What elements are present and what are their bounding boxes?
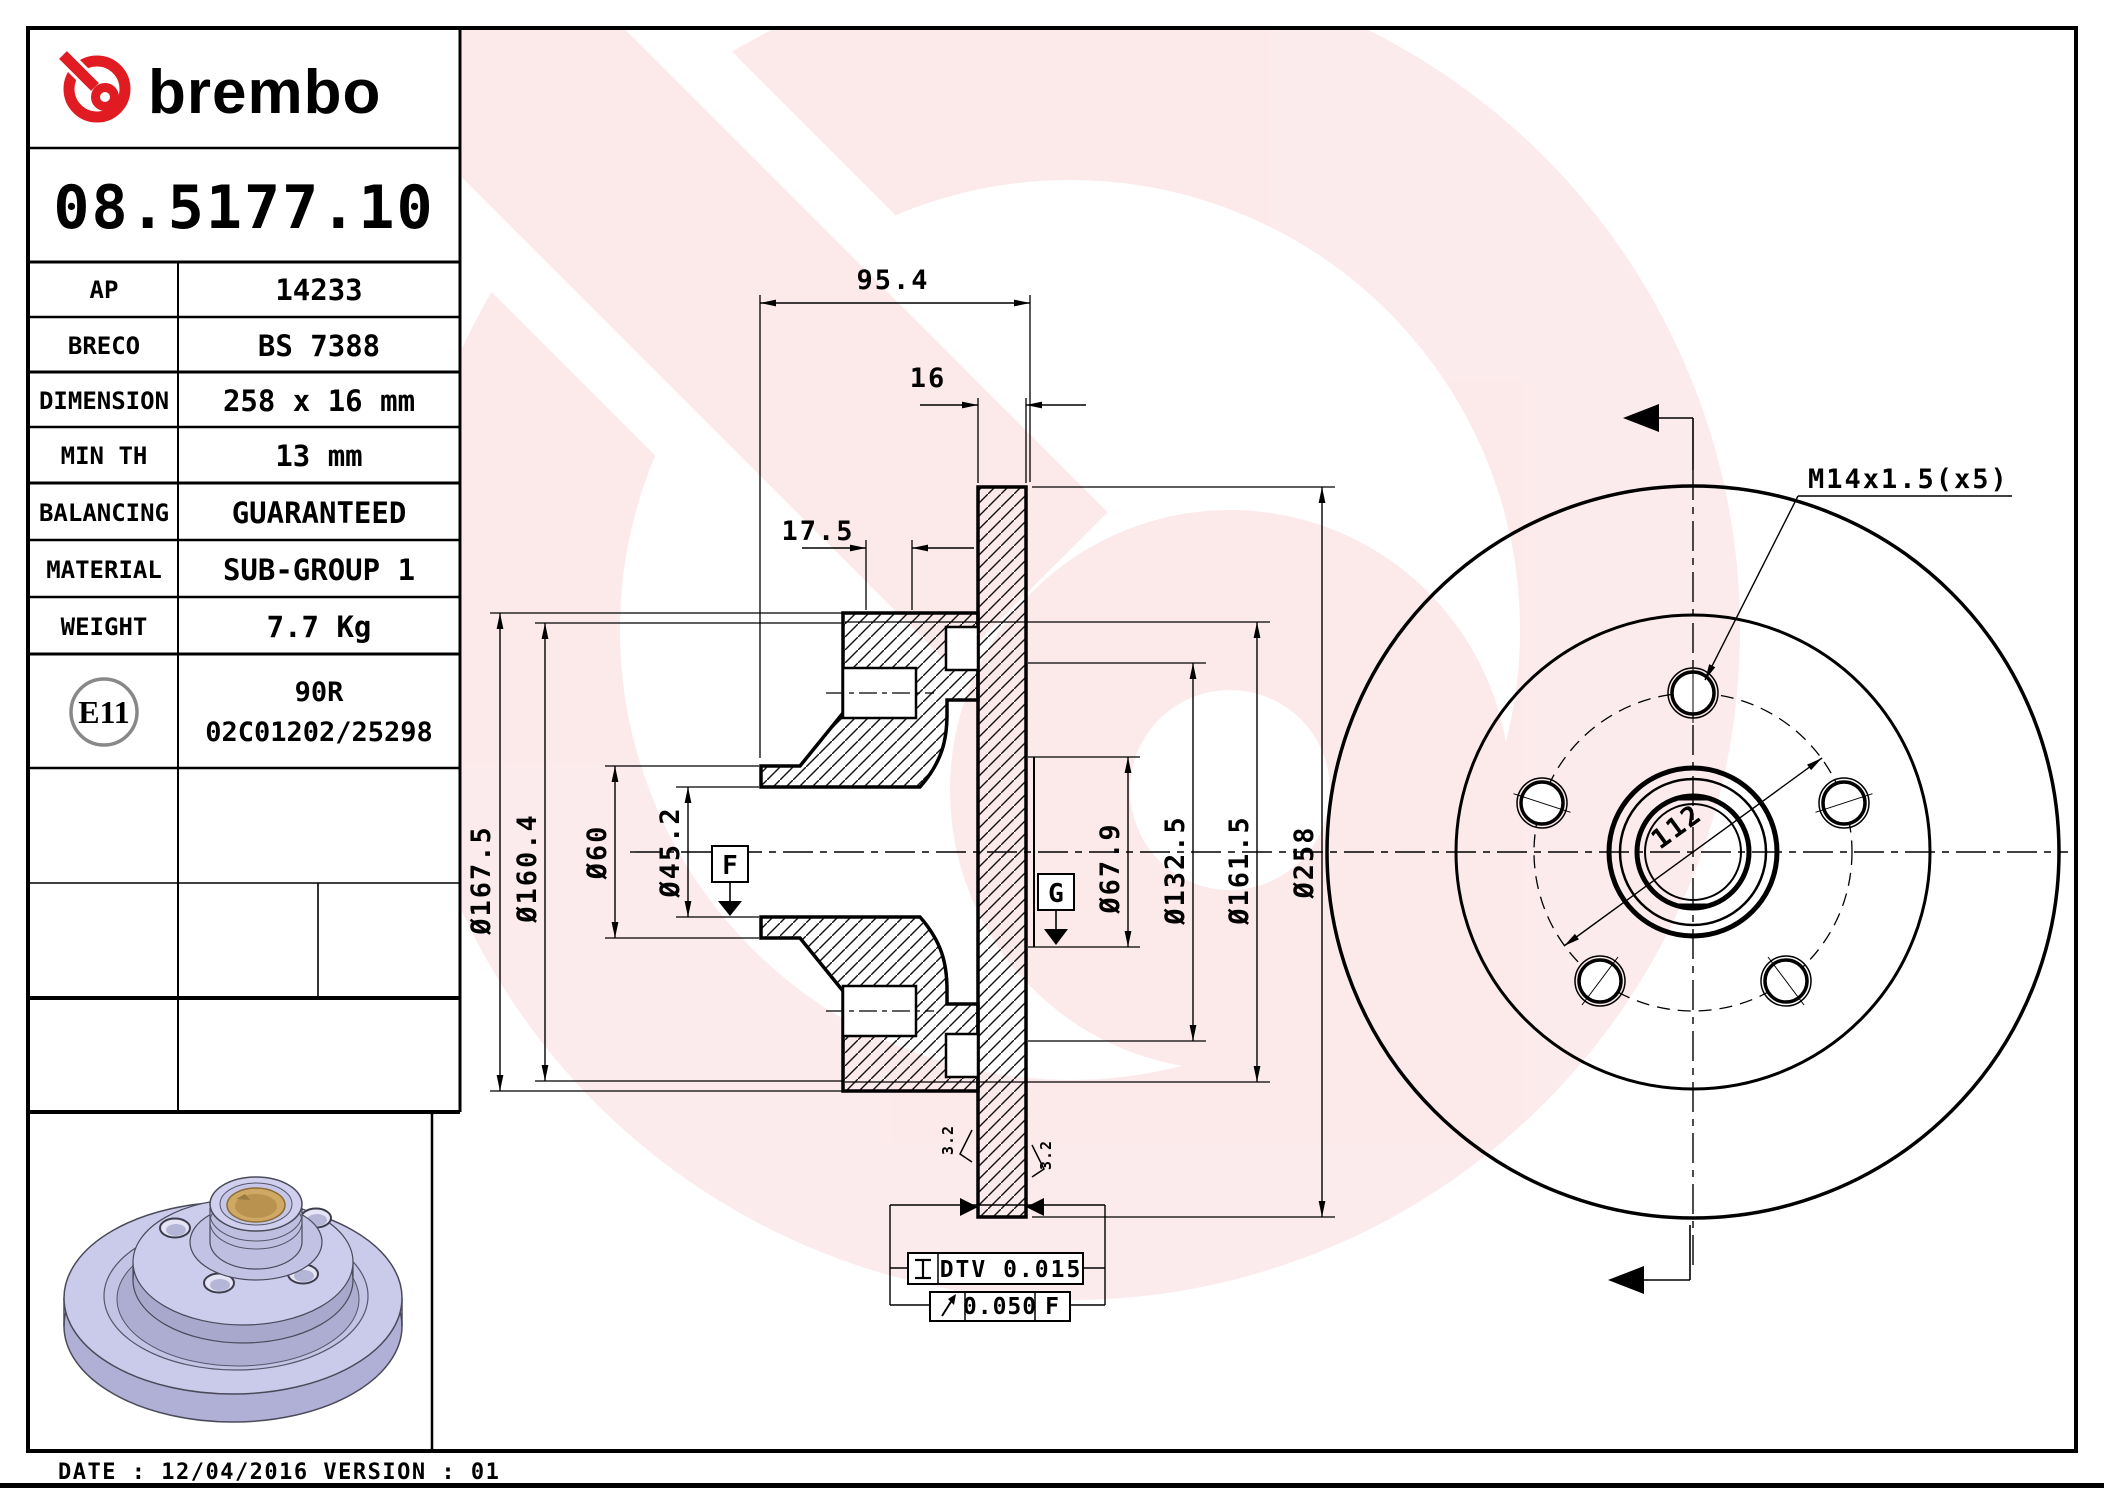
bolt-hole bbox=[1760, 955, 1812, 1007]
e-mark-badge: E11 bbox=[78, 694, 130, 730]
surface-left-value: 3.2 bbox=[939, 1125, 957, 1155]
rotor-section bbox=[976, 485, 1028, 1219]
dim-flange-thickness: 17.5 bbox=[781, 516, 854, 547]
row-label: DIMENSION bbox=[39, 387, 169, 415]
roughness-icon bbox=[959, 1129, 973, 1163]
brembo-wordmark: brembo bbox=[148, 58, 381, 127]
dimension-labels: 95.4 16 17.5 Ø167.5 Ø160.4 Ø60 Ø45.2 Ø67… bbox=[466, 265, 1320, 936]
dim-rear-pilot: Ø67.9 bbox=[1095, 822, 1126, 914]
dtv-frame: DTV 0.015 bbox=[907, 1252, 1084, 1285]
dim-bore: Ø45.2 bbox=[655, 806, 686, 898]
datum-g-label: G bbox=[1048, 879, 1064, 909]
thread-label: M14x1.5(x5) bbox=[1808, 464, 2009, 495]
dimension-lines bbox=[496, 299, 1326, 1217]
footer-date-version: DATE : 12/04/2016 VERSION : 01 bbox=[58, 1460, 500, 1485]
bolt-hole bbox=[1513, 777, 1571, 829]
row-label: AP bbox=[90, 276, 119, 304]
relief-groove-top bbox=[944, 625, 980, 672]
tolerance-leaders bbox=[889, 1204, 1106, 1306]
dim-inner: Ø132.5 bbox=[1160, 815, 1191, 926]
dim-hat: Ø161.5 bbox=[1224, 815, 1255, 926]
row-value: GUARANTEED bbox=[232, 496, 407, 530]
dim-disc-diameter: Ø258 bbox=[1289, 825, 1320, 899]
datum-flag-g: G bbox=[1037, 873, 1075, 945]
row-label: BRECO bbox=[68, 332, 140, 360]
row-value: 7.7 Kg bbox=[267, 610, 372, 644]
runout-value: 0.050 bbox=[963, 1294, 1037, 1320]
brembo-mark-icon bbox=[56, 48, 125, 117]
bolt-holes bbox=[1513, 663, 1873, 1007]
row-value: 13 mm bbox=[275, 439, 362, 473]
section-arrow-bottom bbox=[1608, 1225, 1691, 1294]
bolt-hole bbox=[1574, 955, 1626, 1007]
dim-overall-width: 95.4 bbox=[856, 265, 929, 296]
e-mark-circle-icon bbox=[69, 677, 139, 747]
runout-datum: F bbox=[1045, 1294, 1059, 1320]
dim-pilot: Ø60 bbox=[582, 825, 613, 881]
measure-arrow-left bbox=[960, 1198, 978, 1216]
roughness-icon bbox=[1031, 1144, 1045, 1178]
dtv-value: DTV 0.015 bbox=[940, 1257, 1083, 1283]
row-label: WEIGHT bbox=[61, 613, 148, 641]
row-label: MIN TH bbox=[61, 442, 148, 470]
bolt-hole bbox=[1667, 663, 1719, 723]
dtv-symbol-icon bbox=[915, 1258, 931, 1280]
measure-arrow-right bbox=[1026, 1198, 1044, 1216]
hat-circle bbox=[1454, 613, 1932, 1091]
bolt-circle bbox=[1533, 692, 1853, 1012]
surface-right-value: 3.2 bbox=[1037, 1140, 1055, 1170]
row-label: MATERIAL bbox=[46, 556, 162, 584]
datum-flag-f: F bbox=[711, 845, 749, 916]
extension-lines bbox=[490, 295, 1335, 1218]
part-number: 08.5177.10 bbox=[53, 173, 434, 243]
row-value: 258 x 16 mm bbox=[223, 384, 415, 418]
disc-outer-circle bbox=[1325, 484, 2061, 1220]
dim-outer-flange: Ø167.5 bbox=[466, 825, 497, 936]
row-label: BALANCING bbox=[39, 499, 169, 527]
row-value: BS 7388 bbox=[258, 329, 380, 363]
drawing-frame bbox=[26, 26, 2078, 1453]
disc-photo bbox=[63, 1176, 403, 1423]
relief-groove-bottom bbox=[944, 1032, 980, 1079]
approval-row: E11 90R 02C01202/25298 bbox=[69, 677, 433, 748]
row-value: SUB-GROUP 1 bbox=[223, 553, 415, 587]
thread-callout: M14x1.5(x5) bbox=[1704, 464, 2012, 681]
surface-finish-marks: 3.2 3.2 bbox=[939, 1125, 1055, 1178]
bolt-hole bbox=[1815, 777, 1873, 829]
page-bottom-edge bbox=[0, 1483, 2104, 1488]
spec-table-grid bbox=[30, 28, 462, 1451]
brembo-logo: brembo bbox=[56, 48, 381, 127]
row-value: 14233 bbox=[275, 273, 362, 307]
tolerance-frames: DTV 0.015 0.050 F bbox=[889, 1198, 1106, 1322]
section-arrow-top bbox=[1623, 404, 1694, 470]
approval-line2: 02C01202/25298 bbox=[205, 717, 433, 748]
runout-symbol-icon bbox=[941, 1294, 956, 1317]
cross-section-view: 95.4 16 17.5 Ø167.5 Ø160.4 Ø60 Ø45.2 Ø67… bbox=[466, 265, 2068, 1322]
datum-f-label: F bbox=[722, 851, 738, 881]
approval-line1: 90R bbox=[295, 677, 345, 708]
spec-table: AP 14233 BRECO BS 7388 DIMENSION 258 x 1… bbox=[39, 273, 415, 644]
dim-flange: Ø160.4 bbox=[512, 813, 543, 924]
runout-frame: 0.050 F bbox=[929, 1291, 1071, 1322]
dim-disc-thickness: 16 bbox=[910, 363, 947, 394]
